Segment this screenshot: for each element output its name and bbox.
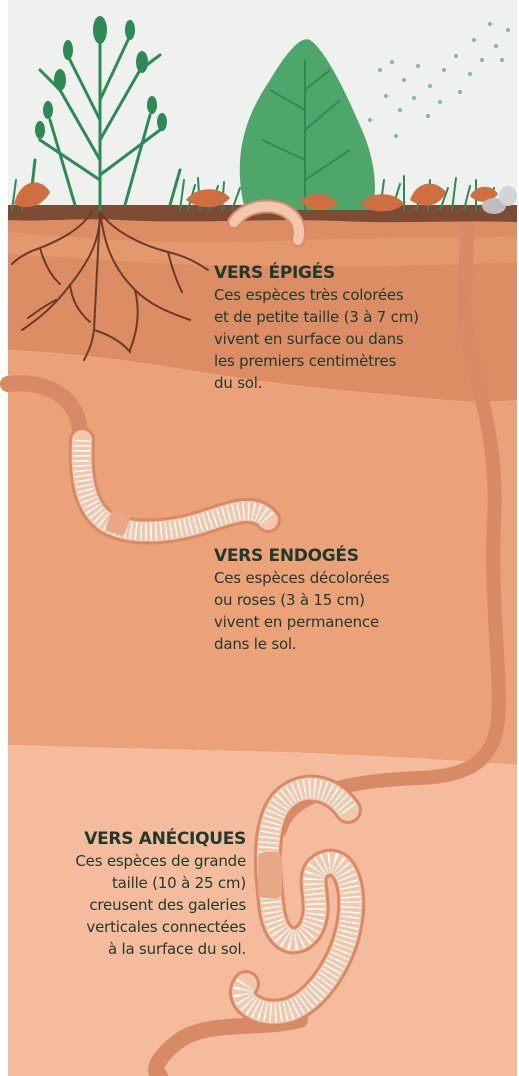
- anecic-worm-clitellum: [258, 852, 282, 898]
- anecic-worms-label: VERS ANÉCIQUES Ces espèces de grande tai…: [10, 828, 246, 960]
- epigeic-worms-description: Ces espèces très colorées et de petite t…: [214, 284, 514, 394]
- anecic-worms-description: Ces espèces de grande taille (10 à 25 cm…: [10, 850, 246, 960]
- epigeic-worms-title: VERS ÉPIGÉS: [214, 262, 514, 284]
- epigeic-worms-label: VERS ÉPIGÉS Ces espèces très colorées et…: [214, 262, 514, 394]
- endogeic-worms-description: Ces espèces décolorées ou roses (3 à 15 …: [214, 567, 514, 655]
- endogeic-worms-label: VERS ENDOGÉS Ces espèces décolorées ou r…: [214, 545, 514, 655]
- anecic-worms-title: VERS ANÉCIQUES: [10, 828, 246, 850]
- endogeic-worms-title: VERS ENDOGÉS: [214, 545, 514, 567]
